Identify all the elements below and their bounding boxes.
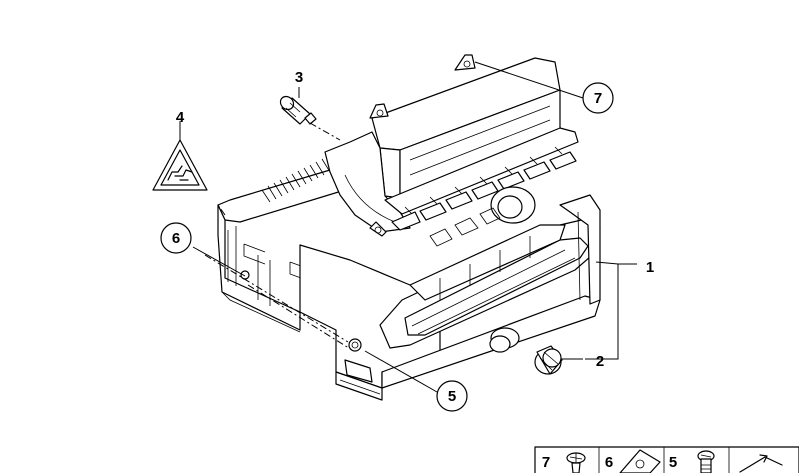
bolt-icon	[697, 450, 715, 473]
callout-label-2: 2	[596, 353, 604, 370]
callout-label-3: 3	[295, 69, 303, 86]
svg-text:1: 1	[646, 259, 654, 276]
svg-text:6: 6	[172, 230, 180, 247]
callout-circle-6: 6	[160, 222, 192, 254]
button-bank	[384, 127, 579, 231]
svg-text:3: 3	[295, 69, 303, 86]
callout-label-4: 4	[176, 109, 185, 126]
svg-text:7: 7	[594, 90, 602, 107]
legend-item-6: 6	[605, 449, 661, 473]
callout-label-1: 1	[646, 259, 654, 276]
svg-text:6: 6	[605, 454, 613, 471]
legend-item-5: 5	[669, 450, 715, 473]
svg-text:4: 4	[176, 109, 185, 126]
svg-text:5: 5	[669, 454, 677, 471]
legend-item-7: 7	[542, 452, 586, 473]
svg-text:2: 2	[596, 353, 604, 370]
legend-item-arrow	[739, 454, 783, 473]
spacer-bolt-drawing	[279, 95, 317, 125]
svg-text:5: 5	[448, 388, 456, 405]
knob-part-drawing	[534, 345, 563, 375]
parts-legend: 7 6 5	[534, 446, 799, 473]
clip-nut-icon	[619, 449, 661, 473]
radio-unit-drawing	[217, 54, 601, 401]
svg-text:7: 7	[542, 454, 550, 471]
callout-circle-5: 5	[436, 380, 468, 412]
leader-lines	[179, 61, 637, 393]
arrow-icon	[739, 454, 783, 473]
warning-label-drawing	[152, 139, 208, 191]
screw-icon	[566, 452, 586, 473]
callout-circle-7: 7	[582, 82, 614, 114]
